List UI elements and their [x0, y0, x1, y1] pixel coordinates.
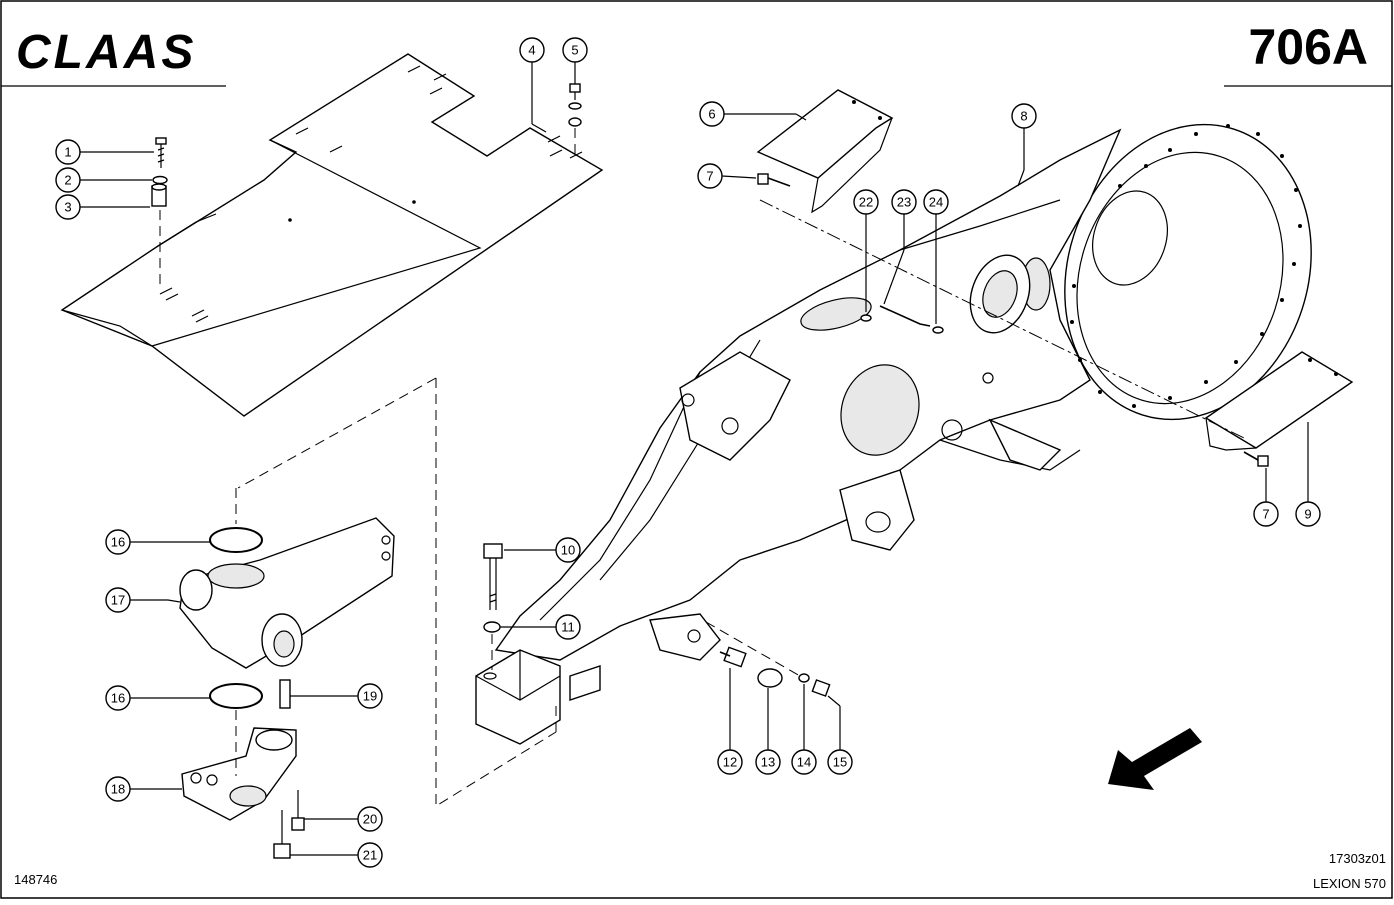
svg-text:17: 17 [111, 593, 125, 608]
svg-text:22: 22 [859, 195, 873, 210]
screw-part-20 [291, 790, 305, 831]
callout-17: 17 [105, 587, 131, 613]
svg-text:19: 19 [363, 689, 377, 704]
svg-text:9: 9 [1304, 507, 1311, 522]
callout-24: 24 [923, 189, 949, 215]
svg-text:1: 1 [64, 145, 71, 160]
page-code: 706A [1248, 19, 1368, 75]
leader-lines [80, 62, 1309, 856]
svg-text:13: 13 [761, 755, 775, 770]
pin-part-23 [879, 305, 931, 327]
callout-6: 6 [699, 101, 725, 127]
svg-text:15: 15 [833, 755, 847, 770]
callout-12: 12 [717, 749, 743, 775]
callout-2: 2 [55, 167, 81, 193]
svg-text:18: 18 [111, 782, 125, 797]
callout-13: 13 [755, 749, 781, 775]
callout-5: 5 [562, 37, 588, 63]
svg-text:5: 5 [571, 43, 578, 58]
svg-text:23: 23 [897, 195, 911, 210]
brand-logo: CLAAS [16, 26, 196, 79]
svg-text:21: 21 [363, 848, 377, 863]
callout-14: 14 [791, 749, 817, 775]
svg-text:16: 16 [111, 691, 125, 706]
svg-text:8: 8 [1020, 109, 1027, 124]
callout-15: 15 [827, 749, 853, 775]
svg-text:16: 16 [111, 535, 125, 550]
assembly-outline-dashed [237, 377, 437, 489]
callout-20: 20 [357, 806, 383, 832]
bolt-part-10 [483, 543, 503, 610]
callout-23: 23 [891, 189, 917, 215]
svg-text:10: 10 [561, 543, 575, 558]
footer-model: LEXION 570 [1313, 876, 1386, 891]
bolt-part-7-lower [1243, 451, 1269, 467]
svg-text:12: 12 [723, 755, 737, 770]
callout-16-lower: 16 [105, 685, 131, 711]
callout-3: 3 [55, 194, 81, 220]
callout-8: 8 [1011, 103, 1037, 129]
callout-10: 10 [555, 537, 581, 563]
svg-text:11: 11 [561, 620, 575, 635]
washer-part-11 [483, 621, 501, 633]
svg-text:24: 24 [929, 195, 943, 210]
screw-part-15 [811, 679, 831, 697]
bolt-part-1 [155, 137, 167, 168]
callout-7-lower: 7 [1253, 501, 1279, 527]
pin-part-19 [279, 679, 291, 709]
footer-left-code: 148746 [14, 872, 57, 887]
callout-1: 1 [55, 139, 81, 165]
callout-16-upper: 16 [105, 529, 131, 555]
svg-text:14: 14 [797, 755, 811, 770]
svg-text:20: 20 [363, 812, 377, 827]
callout-11: 11 [555, 614, 581, 640]
flange-bolt-holes [1070, 124, 1302, 408]
bolt-part-12 [719, 646, 747, 668]
washer-part-14 [798, 673, 810, 683]
callout-18: 18 [105, 776, 131, 802]
pivot-arm-part-17 [179, 517, 395, 669]
spacer-part-3 [151, 183, 167, 207]
o-ring-part-16-lower [209, 683, 263, 709]
screw-part-21 [273, 810, 291, 859]
svg-text:4: 4 [528, 43, 535, 58]
direction-arrow-icon [1108, 728, 1202, 790]
svg-text:7: 7 [706, 169, 713, 184]
assembly-outline-dashed [435, 378, 557, 807]
callout-22: 22 [853, 189, 879, 215]
callout-4: 4 [519, 37, 545, 63]
cover-part-6 [756, 89, 894, 214]
washer-part-2 [152, 175, 168, 185]
footer-drawing-code: 17303z01 [1329, 851, 1386, 866]
callout-21: 21 [357, 842, 383, 868]
svg-text:7: 7 [1262, 507, 1269, 522]
o-ring-part-16-upper [209, 527, 263, 553]
cover-part-9 [1204, 351, 1354, 451]
bracket-part-18 [181, 727, 297, 821]
callout-19: 19 [357, 683, 383, 709]
plate-part-13 [757, 668, 783, 688]
svg-text:3: 3 [64, 200, 71, 215]
plug-part-22 [860, 314, 872, 322]
bolt-part-7-upper [757, 173, 791, 187]
cover-plate [60, 53, 604, 417]
plug-part-24 [932, 326, 944, 334]
callout-9: 9 [1295, 501, 1321, 527]
callout-7-upper: 7 [697, 163, 723, 189]
centre-line [759, 199, 1245, 439]
axle-housing [475, 123, 1312, 745]
svg-text:2: 2 [64, 173, 71, 188]
screw-part-5 [568, 83, 582, 160]
svg-text:6: 6 [708, 107, 715, 122]
axis-line [705, 621, 801, 677]
